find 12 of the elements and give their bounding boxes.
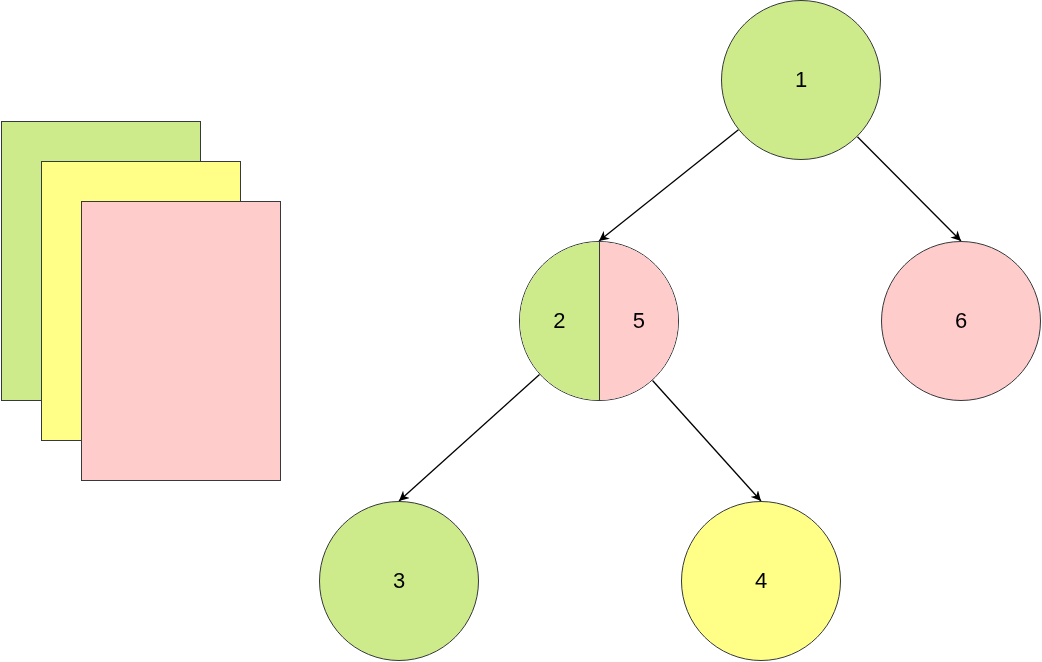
split-circle bbox=[519, 241, 679, 401]
arrow bbox=[651, 379, 762, 502]
node-label: 2 bbox=[553, 308, 566, 334]
arrow bbox=[398, 373, 541, 502]
node-label: 4 bbox=[754, 568, 768, 594]
node-label: 3 bbox=[392, 568, 406, 594]
node-label: 1 bbox=[794, 67, 808, 93]
arrow bbox=[856, 136, 962, 242]
node-label: 5 bbox=[632, 308, 645, 334]
arrow bbox=[598, 129, 740, 242]
paper-sheet bbox=[81, 201, 281, 481]
node-label: 6 bbox=[954, 308, 968, 334]
